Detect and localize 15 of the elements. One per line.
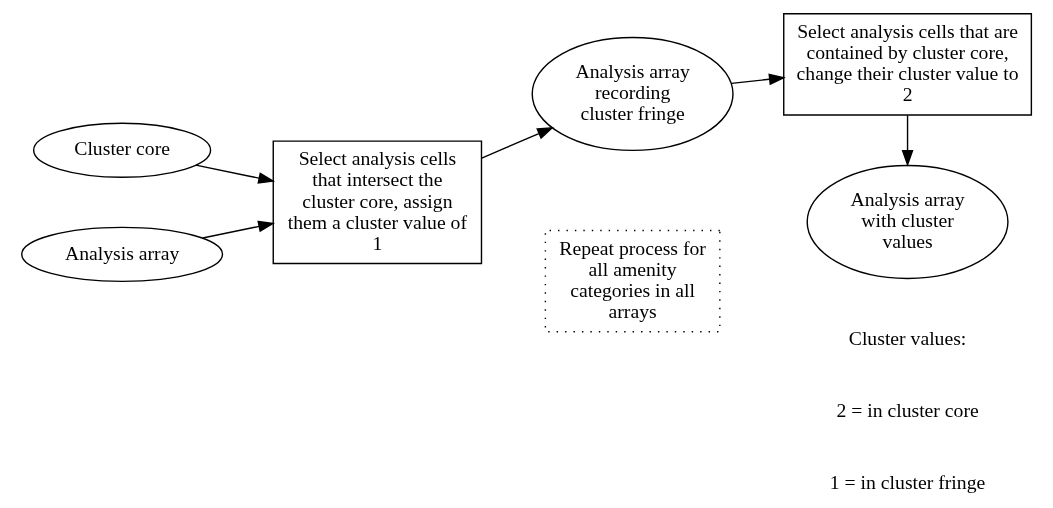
node-ellipse: Analysis array recording cluster fringe [531,36,734,152]
label: 1 = in cluster fringe [829,470,986,493]
label: 2 = in cluster core [836,399,979,422]
arrow [202,220,276,239]
arrow [730,73,786,86]
label: Cluster values: [848,327,967,350]
arrow [901,114,914,167]
arrow [481,127,555,159]
node-box: Repeat process for all amenity categories in all arrays [544,229,721,333]
node-box: Select analysis cells that intersect the cluster core, assign them a cluster value of 1 [272,140,483,265]
node-ellipse: Analysis array with cluster values [806,164,1009,280]
node-ellipse: Cluster core [32,122,212,178]
node-box: Select analysis cells that are contained by cluster core, change their cluster value to 2 [783,13,1033,116]
node-ellipse: Analysis array [21,226,224,283]
arrow [195,164,276,184]
